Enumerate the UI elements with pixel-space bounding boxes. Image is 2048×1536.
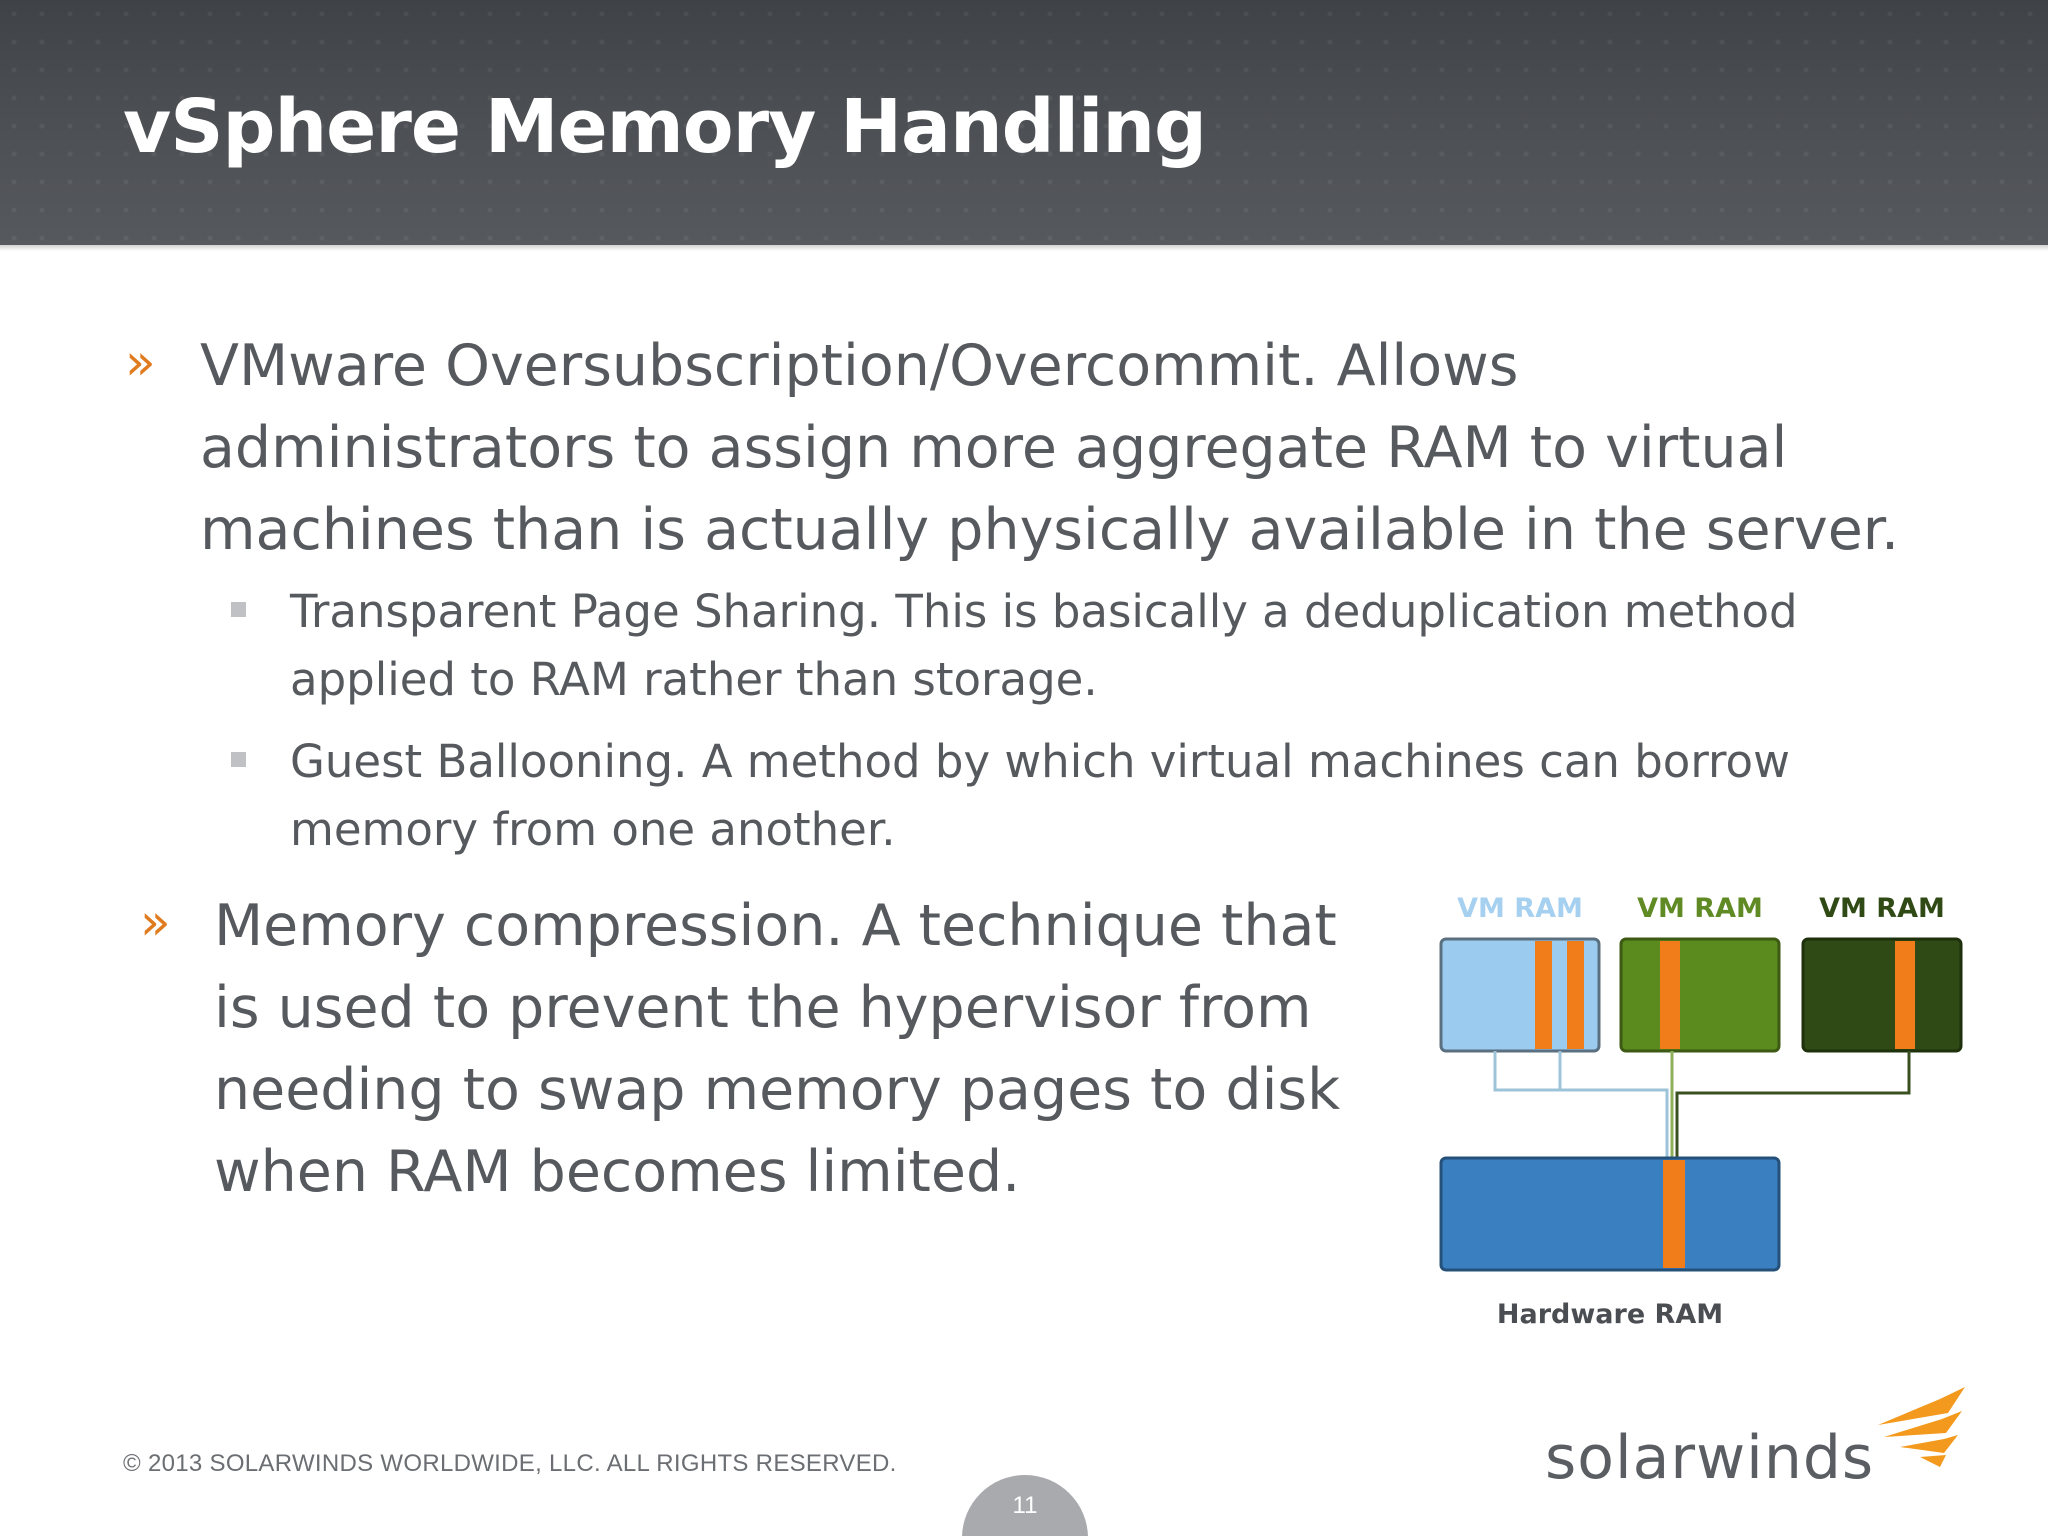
connector-vm3 xyxy=(1675,1051,1911,1158)
bullet-marker: » xyxy=(140,893,171,951)
copyright-footer: © 2013 SOLARWINDS WORLDWIDE, LLC. ALL RI… xyxy=(123,1450,897,1477)
vm-label-1: VM RAM xyxy=(1457,893,1583,924)
vm-page-2 xyxy=(1660,941,1680,1049)
slide-header: vSphere Memory Handling xyxy=(0,0,2048,251)
vm-page-1b xyxy=(1567,941,1584,1049)
vm-ram-block-3 xyxy=(1801,937,1963,1053)
sub-bullet-square xyxy=(231,602,246,617)
vm-label-3: VM RAM xyxy=(1819,893,1945,924)
bullet-marker: » xyxy=(125,333,156,391)
flame-icon xyxy=(1878,1387,1965,1467)
sub-bullet-page-sharing: Transparent Page Sharing. This is basica… xyxy=(290,585,1798,706)
connector-vm1 xyxy=(1493,1051,1669,1158)
vm-ram-block-1 xyxy=(1439,937,1601,1053)
bullet-oversubscription: VMware Oversubscription/Overcommit. Allo… xyxy=(200,333,1900,563)
vm-page-3 xyxy=(1895,941,1915,1049)
slide-title: vSphere Memory Handling xyxy=(123,84,1207,170)
bullet-memory-compression: Memory compression. A technique that is … xyxy=(214,893,1341,1205)
hardware-page xyxy=(1663,1160,1685,1268)
hardware-ram-block xyxy=(1439,1156,1781,1272)
vm-page-1a xyxy=(1535,941,1552,1049)
sub-bullet-ballooning: Guest Ballooning. A method by which virt… xyxy=(290,735,1790,856)
sub-bullet-square xyxy=(231,752,246,767)
logo-wordmark: solarwinds xyxy=(1545,1423,1875,1493)
vm-label-2: VM RAM xyxy=(1637,893,1763,924)
header-texture xyxy=(0,0,2048,245)
hardware-ram-label: Hardware RAM xyxy=(1497,1299,1723,1330)
vm-ram-block-2 xyxy=(1619,937,1781,1053)
solarwinds-logo: solarwinds xyxy=(1545,1385,1965,1495)
page-number: 11 xyxy=(1012,1492,1038,1519)
memory-diagram: VM RAM VM RAM VM RAM Hardware RAM xyxy=(1439,893,1963,1330)
